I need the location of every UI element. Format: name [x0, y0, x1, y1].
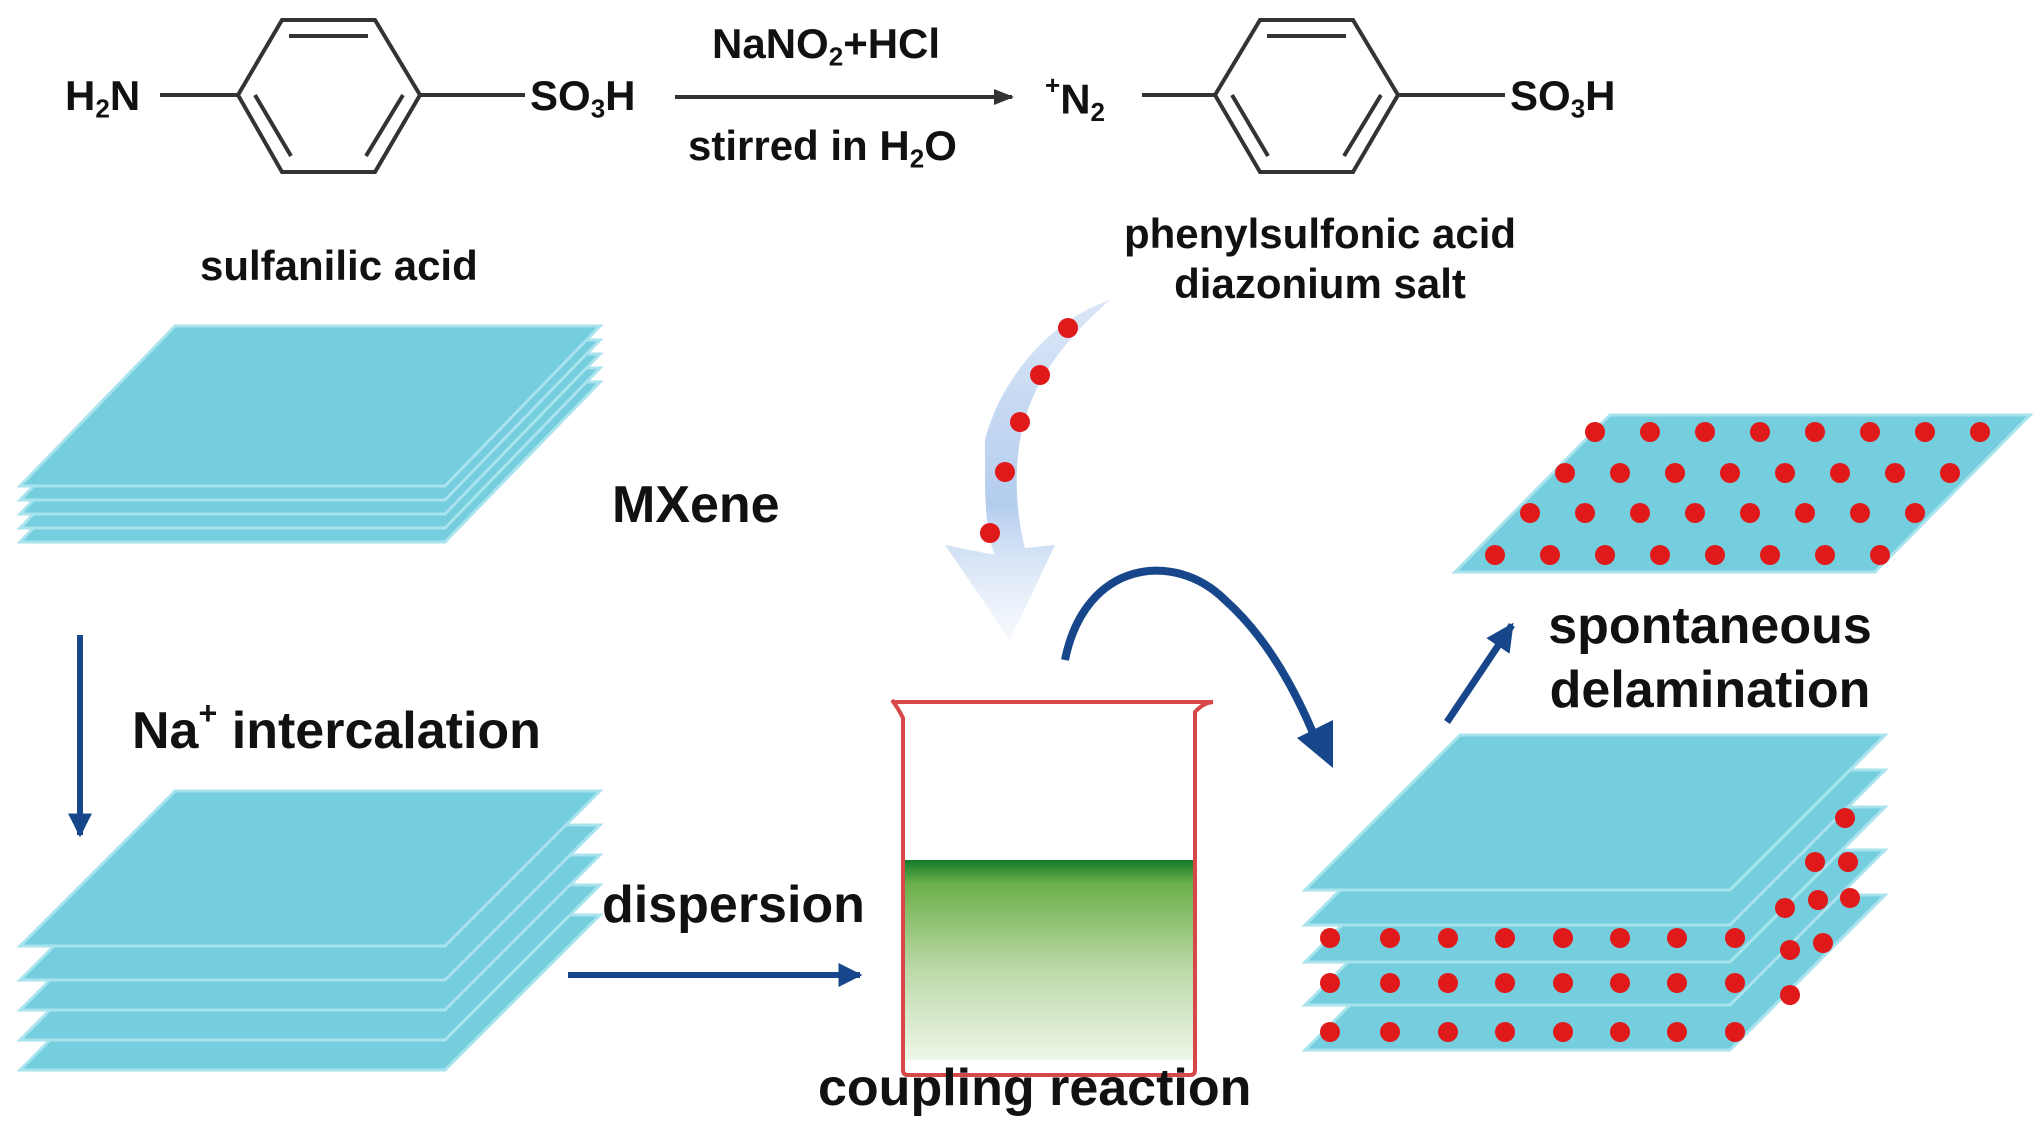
delamination-line2: delamination — [1549, 661, 1871, 719]
transfer-arrowhead — [1297, 720, 1333, 768]
delaminated-sheet-dots — [1485, 422, 1990, 565]
mxene-stack — [16, 324, 604, 544]
product-sulfonic-group: SO3H — [1510, 72, 1616, 124]
delamination-label: spontaneous delamination — [1530, 596, 1890, 720]
product-name-line2: diazonium salt — [1174, 260, 1466, 307]
product-name-line1: phenylsulfonic acid — [1123, 210, 1517, 257]
diazonium-dots — [980, 318, 1078, 543]
delaminated-sheet — [1451, 413, 2034, 574]
product-diazonium-group: +N2 — [1045, 70, 1106, 127]
coupling-label: coupling reaction — [818, 1059, 1252, 1117]
functionalized-stack — [1301, 733, 1889, 1052]
curved-feed-arrow — [945, 300, 1110, 640]
condition-label: stirred in H2O — [688, 122, 957, 174]
reactant-sulfonic-group: SO3H — [530, 72, 636, 124]
intercalated-stack — [16, 789, 604, 1072]
intercalation-label: Na+ intercalation — [132, 695, 541, 761]
delamination-line1: spontaneous — [1548, 597, 1872, 655]
dispersion-label: dispersion — [602, 876, 865, 934]
functionalized-stack-dots — [1320, 808, 1860, 1042]
delamination-arrow — [1444, 622, 1515, 724]
sulfanilic-acid-ring — [160, 18, 525, 174]
transfer-arrow — [1061, 566, 1322, 747]
mxene-label: MXene — [612, 476, 780, 534]
beaker — [890, 698, 1214, 1077]
reactant-name: sulfanilic acid — [200, 242, 478, 289]
reagent-label: NaNO2+HCl — [712, 20, 941, 72]
product-name: phenylsulfonic acid diazonium salt — [1100, 210, 1540, 308]
diazonium-ring — [1142, 18, 1505, 174]
reactant-amine-group: H2N — [65, 72, 141, 124]
